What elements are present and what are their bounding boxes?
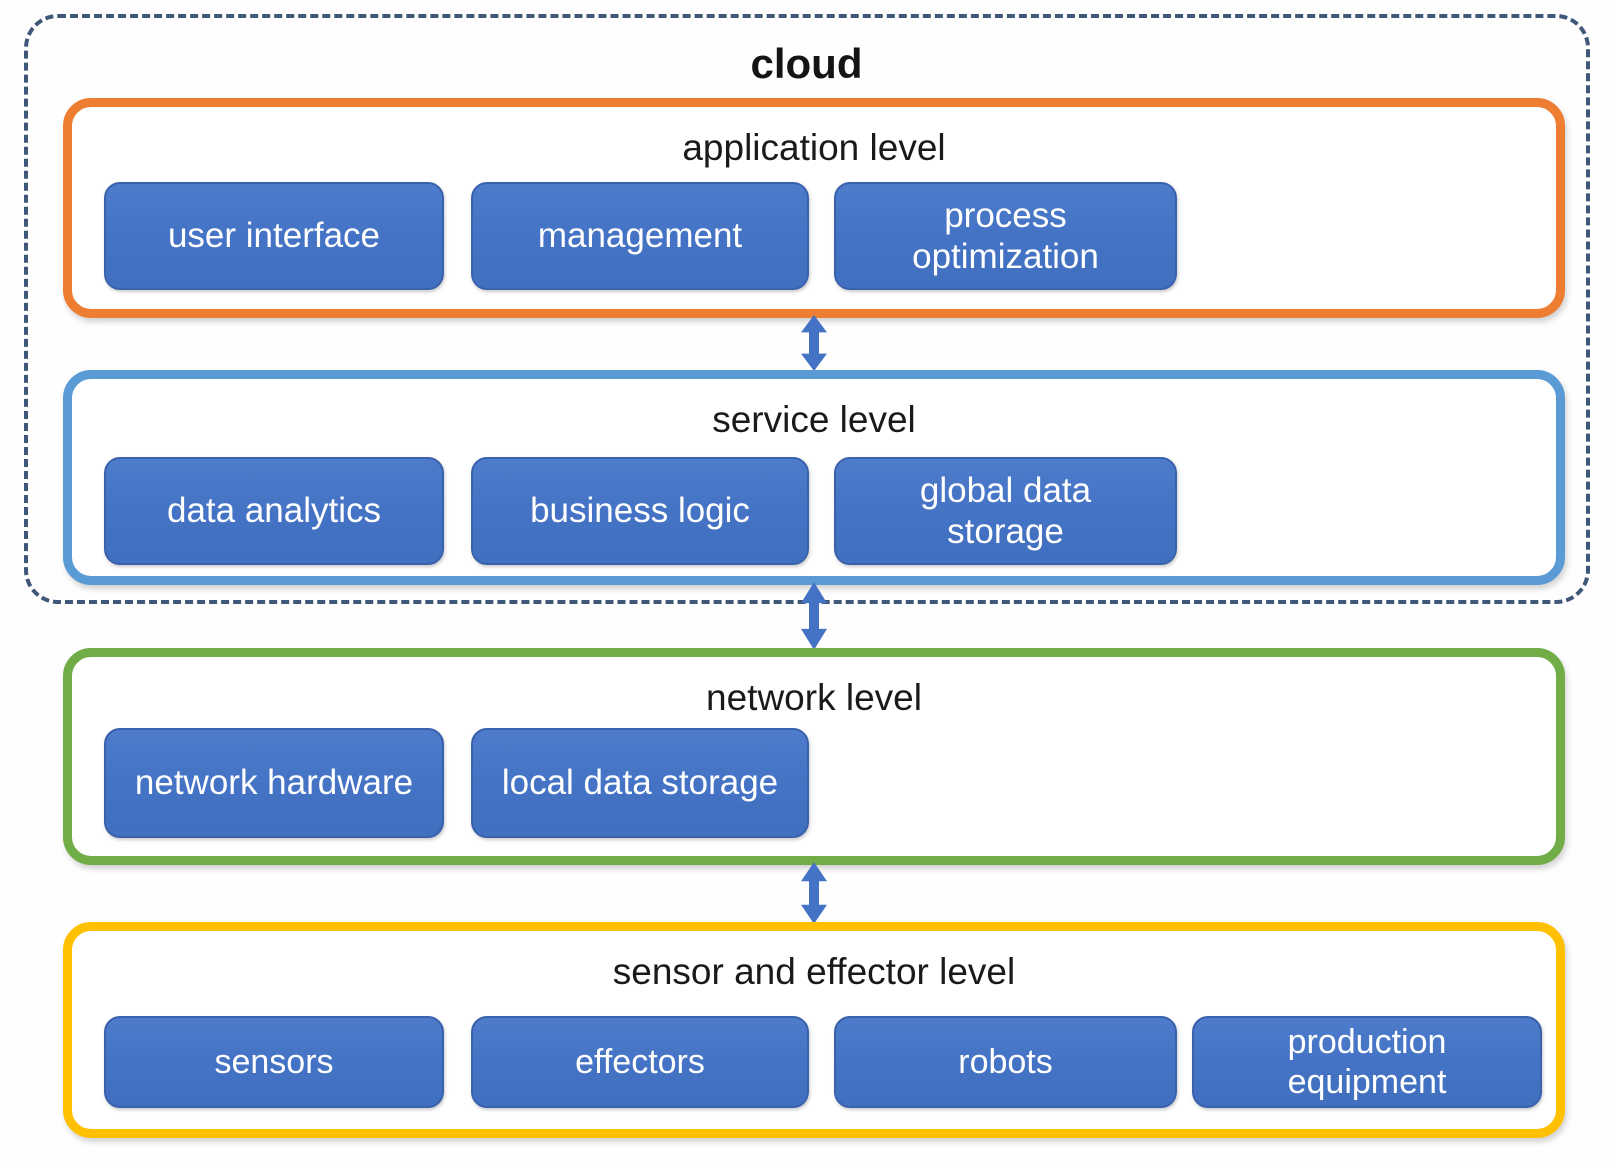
cloud-label: cloud — [750, 40, 863, 87]
network-level-box: network level network hardware local dat… — [63, 648, 1565, 865]
module-process-optimization: process optimization — [834, 182, 1177, 290]
module-label: user interface — [167, 216, 381, 256]
module-robots: robots — [834, 1016, 1177, 1108]
service-level-title: service level — [712, 399, 916, 440]
network-level-title: network level — [706, 677, 922, 718]
module-label: business logic — [530, 491, 750, 531]
sensor-effector-level-title: sensor and effector level — [612, 951, 1016, 992]
module-label: data analytics — [166, 491, 382, 531]
module-local-data-storage: local data storage — [471, 728, 809, 838]
module-user-interface: user interface — [104, 182, 444, 290]
connector-arrow-network-sensor — [796, 861, 832, 925]
module-label: robots — [958, 1042, 1053, 1081]
module-global-data-storage: global data storage — [834, 457, 1177, 565]
module-sensors: sensors — [104, 1016, 444, 1108]
double-arrow-icon — [801, 314, 827, 372]
module-business-logic: business logic — [471, 457, 809, 565]
application-level-box: application level user interface managem… — [63, 98, 1565, 318]
module-label: sensors — [214, 1042, 334, 1081]
module-label: management — [537, 216, 743, 256]
module-label: global data storage — [919, 470, 1092, 551]
module-network-hardware: network hardware — [104, 728, 444, 838]
module-data-analytics: data analytics — [104, 457, 444, 565]
sensor-effector-level-box: sensor and effector level sensors effect… — [63, 922, 1565, 1138]
double-arrow-icon — [801, 582, 827, 650]
module-label: effectors — [575, 1042, 705, 1081]
connector-arrow-service-network — [796, 581, 832, 651]
module-management: management — [471, 182, 809, 290]
double-arrow-icon — [801, 862, 827, 924]
connector-arrow-application-service — [796, 314, 832, 372]
module-label: local data storage — [501, 763, 779, 803]
module-effectors: effectors — [471, 1016, 809, 1108]
module-label: production equipment — [1287, 1022, 1447, 1101]
module-production-equipment: production equipment — [1192, 1016, 1542, 1108]
service-level-box: service level data analytics business lo… — [63, 370, 1565, 585]
module-label: process optimization — [912, 195, 1099, 276]
application-level-title: application level — [682, 127, 946, 168]
module-label: network hardware — [134, 763, 414, 803]
